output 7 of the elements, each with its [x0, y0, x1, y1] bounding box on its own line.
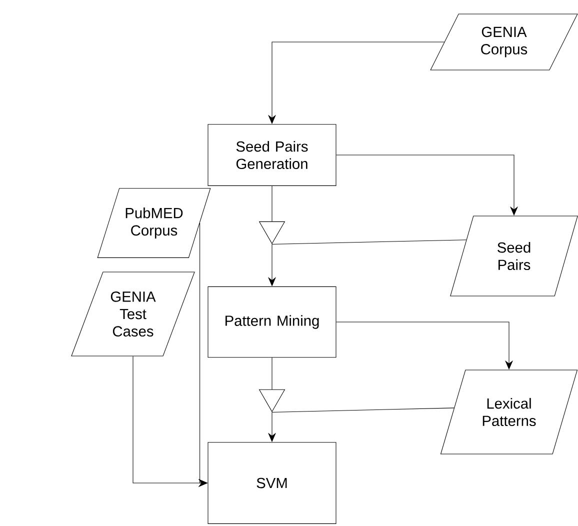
process-box: SVM — [208, 442, 336, 524]
data-parallelogram: PubMED Corpus — [97, 188, 211, 258]
process-box: Pattern Mining — [208, 286, 336, 358]
data-parallelogram: GENIA Test Cases — [71, 272, 195, 356]
data-parallelogram: GENIA Corpus — [430, 14, 578, 70]
data-parallelogram: Seed Pairs — [450, 216, 578, 296]
process-box: Seed Pairs Generation — [208, 124, 336, 186]
